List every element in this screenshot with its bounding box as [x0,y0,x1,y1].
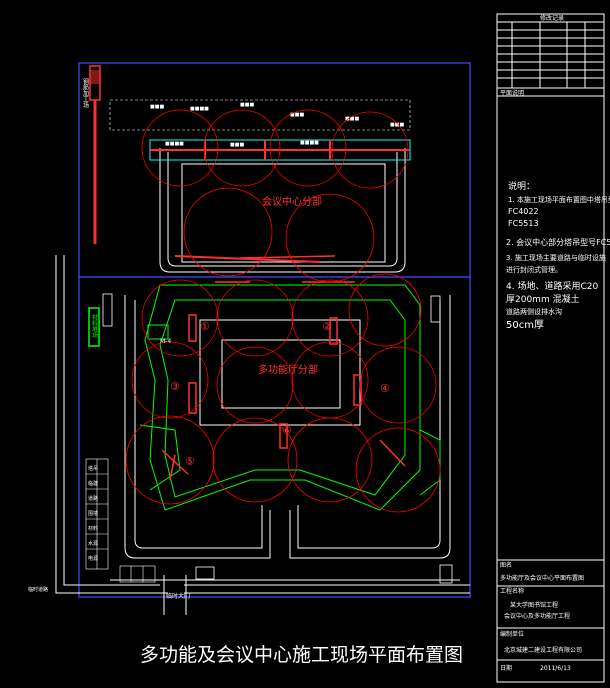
site-fence [78,62,471,598]
svg-text:■■■: ■■■ [390,122,404,128]
notes-heading: 说明： [508,180,535,192]
meeting-temp-labels: ■■■■■■■■■■ ■■■■■■■■■ ■■■■■■■■■■■ [150,102,404,148]
temp-gate-label: 临时大门 [166,592,190,600]
svg-text:■■■: ■■■ [345,116,359,122]
crane-number: ⑥ [282,424,292,437]
crane-number: ④ [380,382,390,395]
crane-radius-circles [125,109,441,513]
svg-text:■■■■: ■■■■ [300,140,319,146]
drawing-name-value: 多功能厅及会议中心平面布置图 [500,574,584,582]
multifunction-zone-label: 多功能厅分部 [258,363,318,376]
multifunction-hall [139,284,441,511]
svg-text:■■■: ■■■ [230,142,244,148]
note-line: 4. 场地、道路采用C20 [506,280,598,292]
engineering-line1: 某大学图书馆工程 [510,601,558,609]
notes-block: 说明： 1. 本施工现场平面布置图中塔吊型号为 FC4022 FC5513 2.… [506,180,610,331]
legend-row: 材料 [88,525,98,532]
legend-table [85,458,109,570]
gate-guard-booths [119,565,156,583]
legend-row: 电源 [88,555,98,562]
note-line: 3. 施工现场主要道路与临时设施 [506,253,606,262]
rebar-yard-label: 钢筋加工场 [82,77,89,109]
revision-header: 修改记录 [540,14,564,22]
m-marker: M-4 [160,338,171,345]
rebar-yard: 钢筋加工场 [82,65,101,244]
side-buildings [102,293,453,584]
crane-number: ② [322,320,332,333]
notes-section-label: 平面说明 [500,89,524,97]
site-roads [55,148,470,615]
legend-labels: 塔吊 临建 道路 围墙 材料 水源 电源 [88,465,98,562]
note-line: 2. 会议中心部分塔吊型号FC5513 [506,237,610,247]
crane-number: ① [200,320,210,333]
note-line: 进行封闭式管理。 [506,265,562,274]
material-storage-label: 材料堆场 [91,313,98,339]
engineering-label: 工程名称 [500,587,524,595]
note-line: 厚200mm 混凝土 [506,293,580,305]
drawing-name-label: 图名 [500,561,512,569]
legend-row: 道路 [88,495,98,502]
legend-row: 塔吊 [88,465,98,472]
crane-number: ⑤ [185,455,195,468]
note-line: 50cm厚 [506,319,544,331]
svg-text:■■■■: ■■■■ [190,106,209,112]
note-line: FC5513 [508,219,539,228]
company-name: 北京城建二建设工程有限公司 [504,646,582,654]
crane-foundations [161,281,406,481]
legend-row: 围墙 [88,510,98,517]
svg-text:■■■: ■■■ [240,102,254,108]
meeting-zone-label: 会议中心分部 [262,195,322,208]
legend-row: 水源 [88,540,98,547]
drawing-title: 多功能及会议中心施工现场平面布置图 [140,644,463,666]
date-label: 日期 [500,664,512,672]
company-label: 编制单位 [500,630,524,638]
title-block [496,13,605,683]
note-line: 1. 本施工现场平面布置图中塔吊型号为 [508,195,610,204]
date-value: 2011/6/13 [540,665,571,672]
engineering-line2: 会议中心及多功能厅工程 [504,612,570,620]
crane-number: ③ [170,380,180,393]
svg-text:■■■: ■■■ [150,104,164,110]
meeting-center-building [109,99,411,263]
note-line: FC4022 [508,207,539,216]
temp-road-label: 临时道路 [28,586,48,593]
legend-row: 临建 [88,480,98,487]
svg-text:■■■■: ■■■■ [165,141,184,147]
svg-text:■■■: ■■■ [290,112,304,118]
crane-number-labels: ① ② ③ ④ ⑤ ⑥ [170,320,390,468]
note-line: 道路两侧设排水沟 [506,307,562,316]
material-storage: 材料堆场 [88,307,100,347]
